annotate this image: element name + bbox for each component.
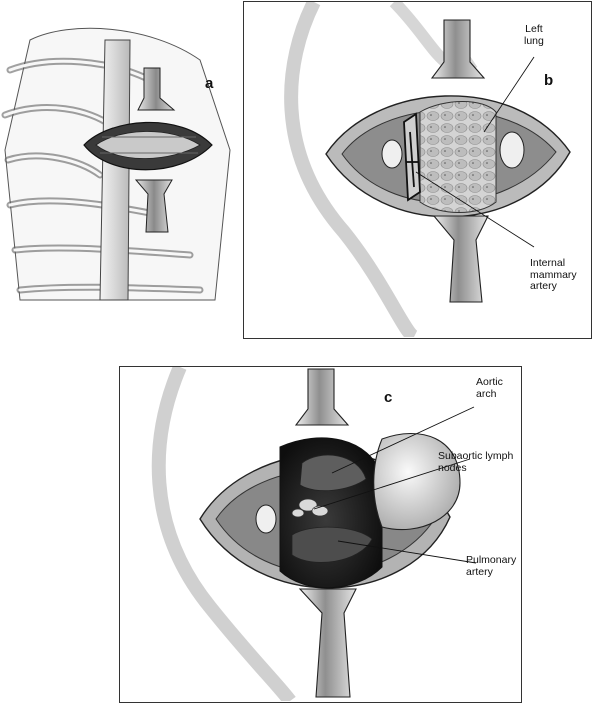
left-lung-surface xyxy=(419,101,497,213)
shoulder-outline-c xyxy=(151,367,296,701)
panel-c: c Aortic arch Subaortic lymph nodes Pulm… xyxy=(119,366,522,703)
internal-mammary-vessels xyxy=(403,112,421,202)
label-pulmonary-artery: Pulmonary artery xyxy=(466,554,517,578)
ribs-inner xyxy=(3,59,202,292)
pulmonary-artery-structure xyxy=(291,526,373,563)
leader-pulmonary-artery xyxy=(337,540,477,564)
sternum xyxy=(99,39,131,301)
retractor-top-c xyxy=(294,368,350,426)
panel-a-illustration xyxy=(1,27,231,301)
panel-c-illustration xyxy=(151,367,477,701)
retractor-top-a xyxy=(137,67,176,111)
label-internal-mammary-artery: Internal mammary artery xyxy=(530,257,577,292)
cut-rib-right xyxy=(499,131,525,169)
panel-b: b Left lung Internal mammary artery xyxy=(243,1,592,339)
leader-internal-mammary xyxy=(415,171,535,248)
label-subaortic-lymph-nodes: Subaortic lymph nodes xyxy=(438,450,514,474)
panel-letter-c: c xyxy=(384,389,393,406)
leader-left-lung xyxy=(483,56,535,133)
cut-rib-left xyxy=(381,139,403,169)
label-aortic-arch: Aortic arch xyxy=(476,376,503,400)
shoulder-outline xyxy=(284,2,419,337)
panel-letter-b: b xyxy=(544,72,554,89)
retractor-bottom-a xyxy=(134,179,173,233)
label-left-lung: Left lung xyxy=(524,23,544,47)
panel-b-illustration xyxy=(284,2,571,337)
retracted-lung xyxy=(373,432,461,531)
incision-a xyxy=(83,121,213,171)
retractor-bottom-b xyxy=(432,215,489,303)
panel-a: a xyxy=(0,0,232,318)
retractor-top-b xyxy=(430,19,486,79)
retractor-bottom-c xyxy=(298,588,357,698)
panel-letter-a: a xyxy=(205,75,214,92)
cut-rib-c xyxy=(255,504,277,534)
leader-aortic-arch xyxy=(331,406,475,474)
leader-subaortic-lymph xyxy=(313,458,471,510)
